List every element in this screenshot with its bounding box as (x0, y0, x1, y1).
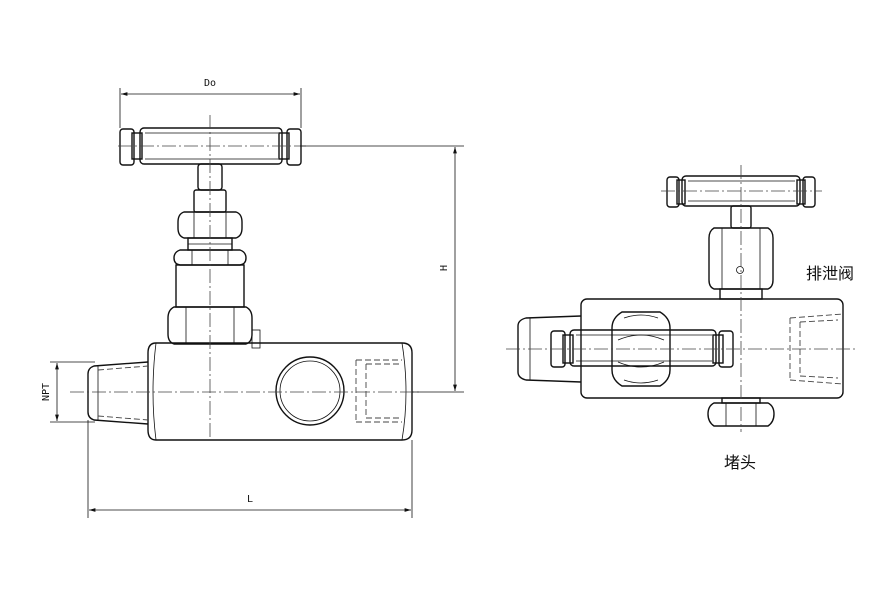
dimension-npt: NPT (41, 361, 95, 423)
center-hex-nut (611, 311, 671, 387)
dimension-h: H (300, 145, 464, 393)
manifold-block (580, 298, 844, 399)
side-port (275, 356, 345, 426)
dimension-npt-label: NPT (41, 383, 52, 401)
top-view: 排泄阀 堵头 (506, 165, 858, 472)
inlet-thread (517, 315, 582, 383)
outlet-port-hidden (355, 359, 402, 423)
dimension-l: L (87, 420, 413, 518)
npt-thread (87, 361, 149, 425)
bonnet-hex (167, 306, 261, 349)
packing-nut (177, 211, 243, 251)
dimension-do-label: Do (204, 78, 216, 89)
dimension-h-label: H (439, 265, 450, 271)
plug-callout: 堵头 (724, 453, 756, 472)
drain-valve-callout: 排泄阀 (806, 264, 854, 283)
main-valve-handle (550, 329, 734, 368)
dimension-do: Do (119, 78, 302, 128)
dimension-l-label: L (247, 494, 253, 505)
t-handle (119, 127, 302, 166)
front-view: Do H NPT L (41, 78, 464, 518)
